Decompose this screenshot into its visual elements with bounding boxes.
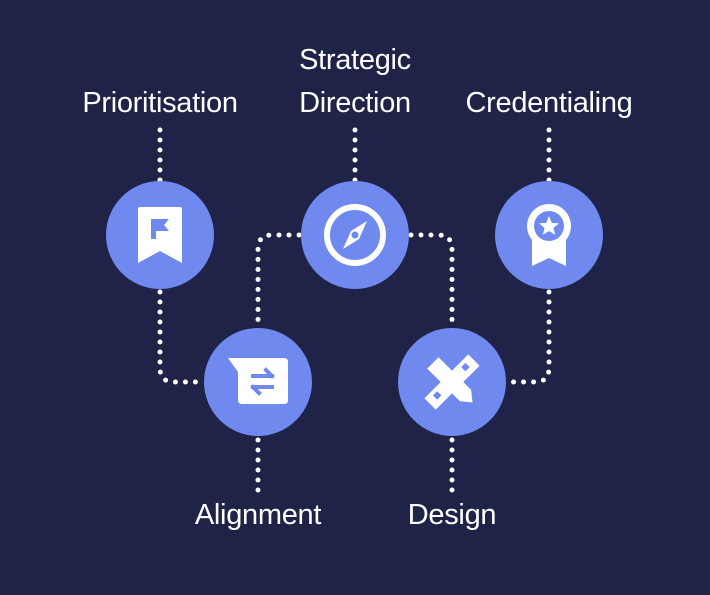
node-alignment [204, 328, 312, 436]
label-design: Design [407, 499, 497, 531]
node-credentialing [495, 181, 603, 289]
label-prioritisation: Prioritisation [82, 87, 238, 119]
connector-prioritisation-alignment [157, 289, 207, 385]
award-badge-icon [527, 204, 571, 266]
label-strategic-line2: Direction [299, 87, 411, 119]
connector-strategic-alignment [255, 232, 302, 331]
pencil-ruler-icon [424, 354, 480, 410]
bookmark-flag-icon [138, 207, 182, 263]
chat-swap-icon [228, 358, 288, 404]
connector-strategic-design [408, 232, 455, 331]
compass-icon [324, 204, 386, 266]
label-alignment: Alignment [194, 499, 322, 531]
node-strategic-direction [301, 181, 409, 289]
connector-credentialing-design [505, 289, 552, 385]
node-design [398, 328, 506, 436]
node-prioritisation [106, 181, 214, 289]
label-credentialing: Credentialing [465, 87, 633, 119]
label-strategic-line1: Strategic [299, 44, 411, 76]
